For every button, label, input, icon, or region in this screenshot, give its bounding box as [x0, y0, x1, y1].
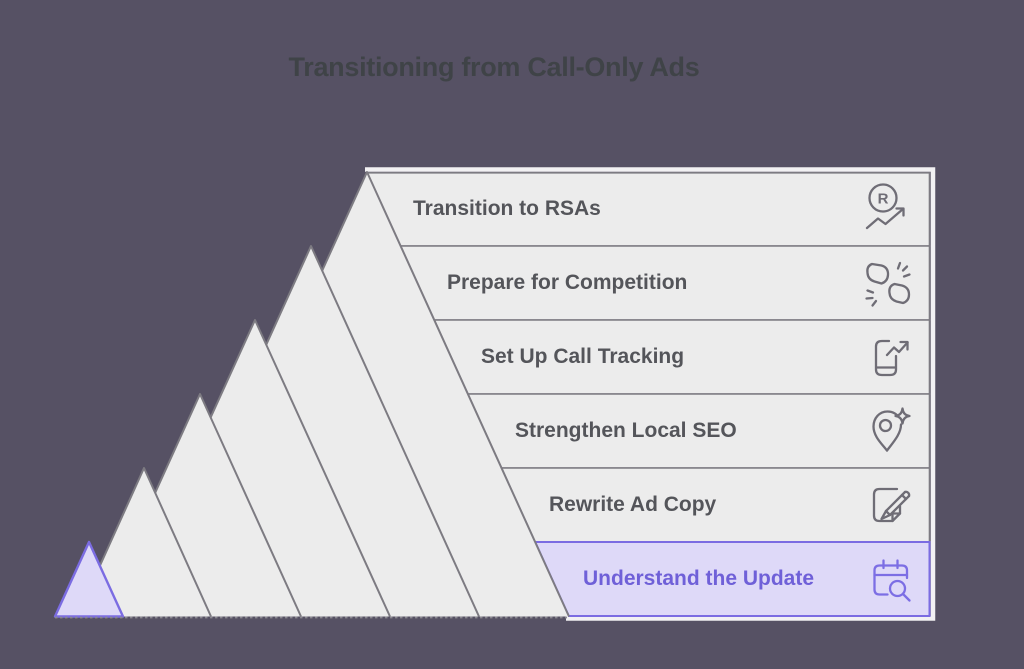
level-row-understand-update: Understand the Update: [571, 542, 930, 616]
map-pin-sparkle-icon: [860, 403, 916, 459]
phone-trending-icon: [860, 329, 916, 385]
page-title: Transitioning from Call-Only Ads: [288, 52, 700, 82]
level-label: Rewrite Ad Copy: [549, 493, 717, 516]
edit-pen-icon: [860, 477, 916, 533]
level-label: Prepare for Competition: [447, 271, 688, 294]
level-row-prepare-competition: Prepare for Competition: [435, 246, 930, 320]
pyramid-triangles: [53, 171, 570, 618]
fist-bump-icon: [860, 255, 916, 311]
level-row-call-tracking: Set Up Call Tracking: [469, 320, 930, 394]
level-label: Transition to RSAs: [413, 197, 601, 220]
level-row-transition-rsas: Transition to RSAs R: [401, 172, 930, 246]
level-label: Understand the Update: [583, 567, 815, 590]
level-label: Set Up Call Tracking: [481, 345, 685, 368]
level-label: Strengthen Local SEO: [515, 419, 737, 442]
highlight-triangle: [53, 540, 125, 618]
calendar-search-icon: [860, 551, 916, 607]
rsa-trending-icon: R: [860, 181, 916, 237]
level-row-local-seo: Strengthen Local SEO: [503, 394, 930, 468]
svg-text:R: R: [878, 191, 889, 208]
block-highlight-edge: [365, 167, 936, 621]
level-row-rewrite-ad-copy: Rewrite Ad Copy: [537, 468, 930, 542]
